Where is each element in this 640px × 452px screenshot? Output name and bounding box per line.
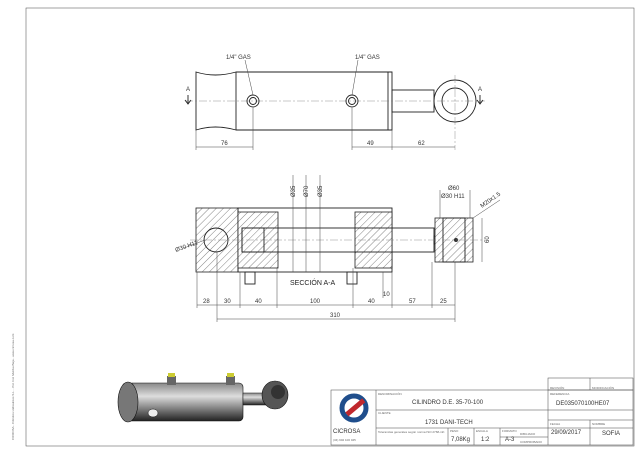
tolerance-note: Tolerancias generales según norma ISO 27… xyxy=(378,430,445,434)
author-label: NOMBRE xyxy=(592,422,605,426)
port-label-2: 1/4" GAS xyxy=(355,55,380,61)
dim-100: 100 xyxy=(310,299,321,305)
date-label: FECHA xyxy=(550,422,560,426)
top-view: 1/4" GAS 1/4" GAS A A 76 49 62 xyxy=(184,55,485,150)
cylinder-3d-render xyxy=(117,373,289,423)
weight-label: PESO xyxy=(450,429,459,433)
weight: 7,08Kg xyxy=(451,437,470,443)
scale-label: ESCALA xyxy=(476,429,488,433)
scale: 1:2 xyxy=(481,437,490,443)
modification-label: MODIFICACIÓN xyxy=(592,385,614,390)
dim-49: 49 xyxy=(367,141,374,147)
dim-40a: 40 xyxy=(255,299,262,305)
dim-25: 25 xyxy=(440,299,447,305)
dim-total: 310 xyxy=(330,313,341,319)
title-block: REVISIÓN MODIFICACIÓN CICROSA (34) 902 1… xyxy=(330,377,634,446)
port-label-1: 1/4" GAS xyxy=(226,55,251,61)
dim-62: 62 xyxy=(418,141,425,147)
dim-57: 57 xyxy=(409,299,416,305)
dim-76: 76 xyxy=(221,141,228,147)
designation-label: DENOMINACIÓN xyxy=(378,391,402,396)
company-phone: (34) 902 100 045 xyxy=(333,438,356,442)
cicrosa-logo xyxy=(339,393,369,423)
checked-label: COMPROBADO xyxy=(520,440,543,444)
client: 1731 DANI-TECH xyxy=(425,420,473,426)
dia-35b: Ø35 xyxy=(318,185,324,197)
dia-35a: Ø35 xyxy=(291,185,297,197)
date: 29/09/2017 xyxy=(551,430,582,436)
revision-label: REVISIÓN xyxy=(550,385,564,390)
designation: CILINDRO D.E. 35-70-100 xyxy=(412,400,484,406)
format-label: FORMATO xyxy=(502,429,517,433)
eye-height: 60 xyxy=(485,236,491,243)
sheet-frame xyxy=(25,7,635,447)
dim-28: 28 xyxy=(203,299,210,305)
section-marker-left: A xyxy=(186,87,190,93)
company-name: CICROSA xyxy=(333,429,360,435)
dia-70: Ø70 xyxy=(304,185,310,197)
section-title: SECCIÓN A-A xyxy=(290,278,335,287)
dim-30: 30 xyxy=(224,299,231,305)
drawn-label: DIBUJADO xyxy=(520,432,536,436)
client-label: CLIENTE xyxy=(378,411,391,415)
dim-40b: 40 xyxy=(368,299,375,305)
code-label: REFERENCIA xyxy=(550,392,569,396)
section-marker-right: A xyxy=(478,87,482,93)
side-text: CICROSA - Cilindros Hidráulicos S.L. - P… xyxy=(11,333,15,440)
dia-60: Ø60 xyxy=(448,186,460,192)
section-view: Ø35 Ø70 Ø35 Ø60 Ø30 H11 Ø30 H11 M20x1.5 … xyxy=(175,175,503,322)
format: A-3 xyxy=(505,437,515,443)
gland-dim: 10 xyxy=(383,292,390,298)
author: SOFIA xyxy=(602,431,620,437)
dia-30-eye: Ø30 H11 xyxy=(441,194,465,200)
code: DE035070100HE07 xyxy=(556,401,610,407)
